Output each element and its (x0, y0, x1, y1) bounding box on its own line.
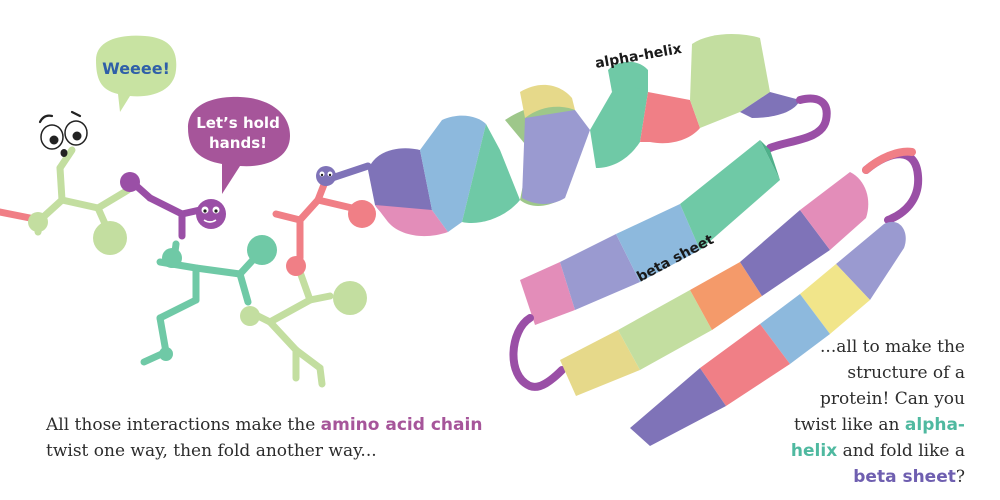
bubble-weee-text: Weeee! (102, 59, 170, 78)
beta-sheet-strand-2 (560, 172, 869, 396)
beta-sheet-strand-1 (520, 140, 780, 325)
atom (93, 221, 127, 255)
amino-acid-teal (140, 240, 266, 366)
amino-acid-pink (272, 178, 356, 262)
caption-right-highlight-alpha: alpha-helix (790, 415, 965, 461)
loop-left (509, 314, 566, 391)
amino-acid-violet-head (316, 162, 372, 186)
beta-sheet-strand-3 (630, 221, 906, 446)
atom (348, 200, 376, 228)
speech-bubble-weee: Weeee! (96, 35, 177, 112)
caption-right-highlight-beta: beta sheet (853, 467, 956, 487)
atom (28, 212, 48, 232)
bubble-hold-line1: Let’s hold (196, 114, 280, 132)
loop-right-tip (862, 147, 916, 174)
face-green-eyes (38, 110, 88, 157)
caption-right-part1: ...all to make the structure of a protei… (793, 337, 965, 435)
atom (333, 281, 367, 315)
caption-left: All those interactions make the amino ac… (46, 412, 506, 464)
atom (120, 172, 140, 192)
atom (247, 235, 277, 265)
caption-right-part3: ? (955, 467, 965, 487)
speech-bubble-hold: Let’s hold hands! (188, 96, 290, 194)
amino-acid-purple (128, 178, 204, 240)
caption-left-part2: twist one way, then fold another way... (46, 441, 377, 461)
atom-head-purple (196, 199, 226, 229)
face-purple (201, 206, 220, 223)
bubble-hold-line2: hands! (209, 134, 267, 152)
atom (159, 347, 173, 361)
caption-left-highlight: amino acid chain (320, 415, 483, 435)
caption-right-part2: and fold like a (837, 441, 965, 461)
caption-right: ...all to make the structure of a protei… (790, 334, 965, 490)
amino-acid-green-lower (246, 268, 334, 388)
caption-left-part1: All those interactions make the (46, 415, 321, 435)
atom (286, 256, 306, 276)
atom (240, 306, 260, 326)
alpha-helix-ribbon (368, 34, 831, 237)
atom (162, 248, 182, 268)
